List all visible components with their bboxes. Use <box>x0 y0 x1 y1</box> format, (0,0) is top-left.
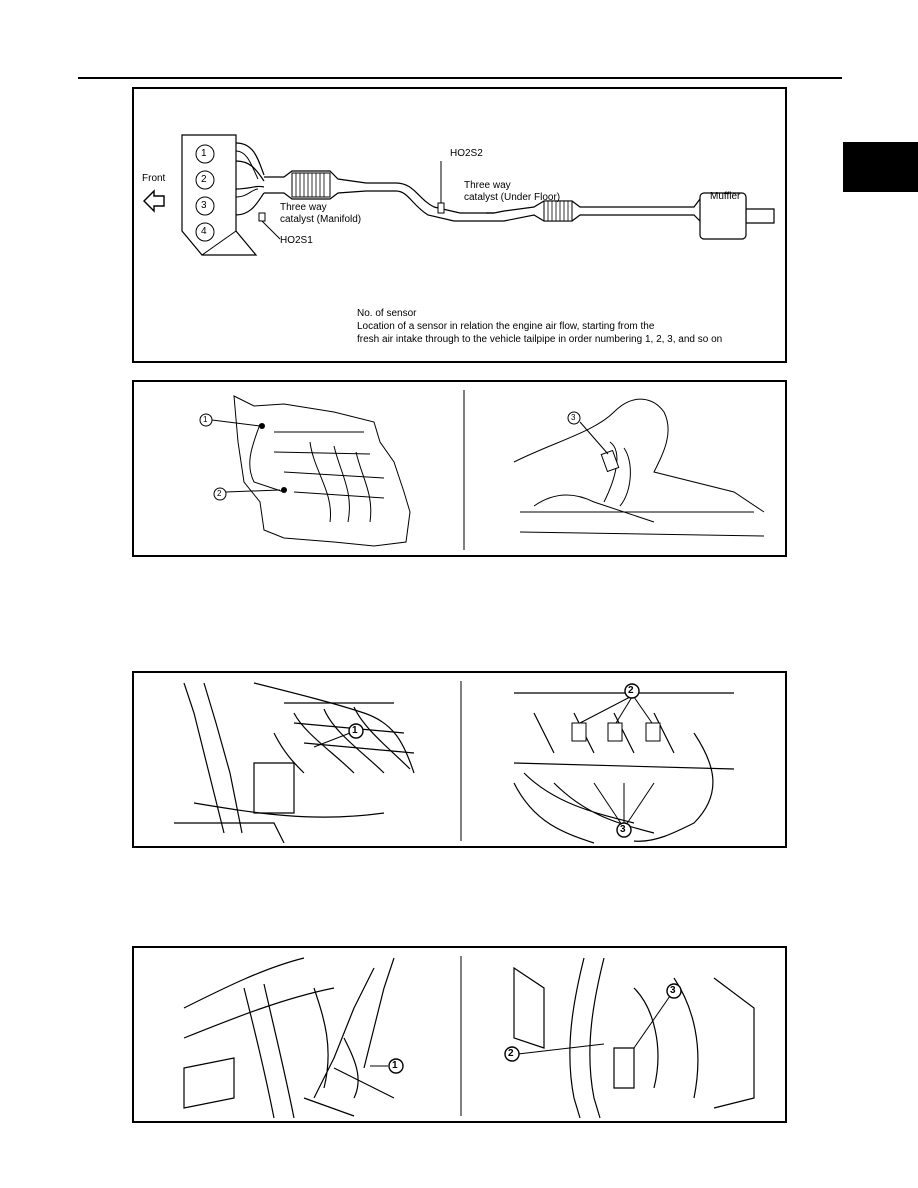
note-line-2: fresh air intake through to the vehicle … <box>357 334 723 345</box>
catalyst-underfloor-label: Three way catalyst (Under Floor) <box>464 180 561 203</box>
engine-bay-drawing-front <box>174 681 735 844</box>
ho2s1-label: HO2S1 <box>280 235 313 246</box>
catalyst-manifold-label: Three way catalyst (Manifold) <box>280 202 362 225</box>
cylinder-3-label: 3 <box>201 200 207 211</box>
callout-3: 3 <box>620 824 626 835</box>
cylinder-1-label: 1 <box>201 148 207 159</box>
front-label: Front <box>142 173 166 184</box>
cylinder-4-label: 4 <box>201 226 207 237</box>
front-arrow-icon <box>143 189 165 213</box>
exhaust-schematic <box>143 134 775 256</box>
sensor-location-illustration: 1 2 3 <box>132 380 787 557</box>
header-rule <box>78 77 842 79</box>
section-tab <box>843 142 918 192</box>
callout-2: 2 <box>508 1048 514 1059</box>
ho2s2-label: HO2S2 <box>450 148 483 159</box>
exhaust-system-diagram: 1 2 3 4 Front Three way catalyst (Manifo… <box>132 87 787 363</box>
sensor-numbering-note: No. of sensor Location of a sensor in re… <box>357 307 722 346</box>
callout-1: 1 <box>203 415 208 424</box>
callout-3: 3 <box>670 985 676 996</box>
sensor-location-drawing <box>199 390 765 550</box>
cylinder-2-label: 2 <box>201 174 207 185</box>
engine-bay-illustration-front: 1 2 3 <box>132 671 787 848</box>
muffler-label: Muffler <box>710 191 741 202</box>
engine-bay-drawing-side <box>183 956 755 1119</box>
note-line-1: Location of a sensor in relation the eng… <box>357 321 655 332</box>
callout-2: 2 <box>628 685 634 696</box>
engine-bay-illustration-side: 1 2 3 <box>132 946 787 1123</box>
callout-2: 2 <box>217 489 222 498</box>
callout-3: 3 <box>571 413 576 422</box>
note-title: No. of sensor <box>357 308 417 319</box>
callout-1: 1 <box>352 725 358 736</box>
callout-1: 1 <box>392 1060 398 1071</box>
